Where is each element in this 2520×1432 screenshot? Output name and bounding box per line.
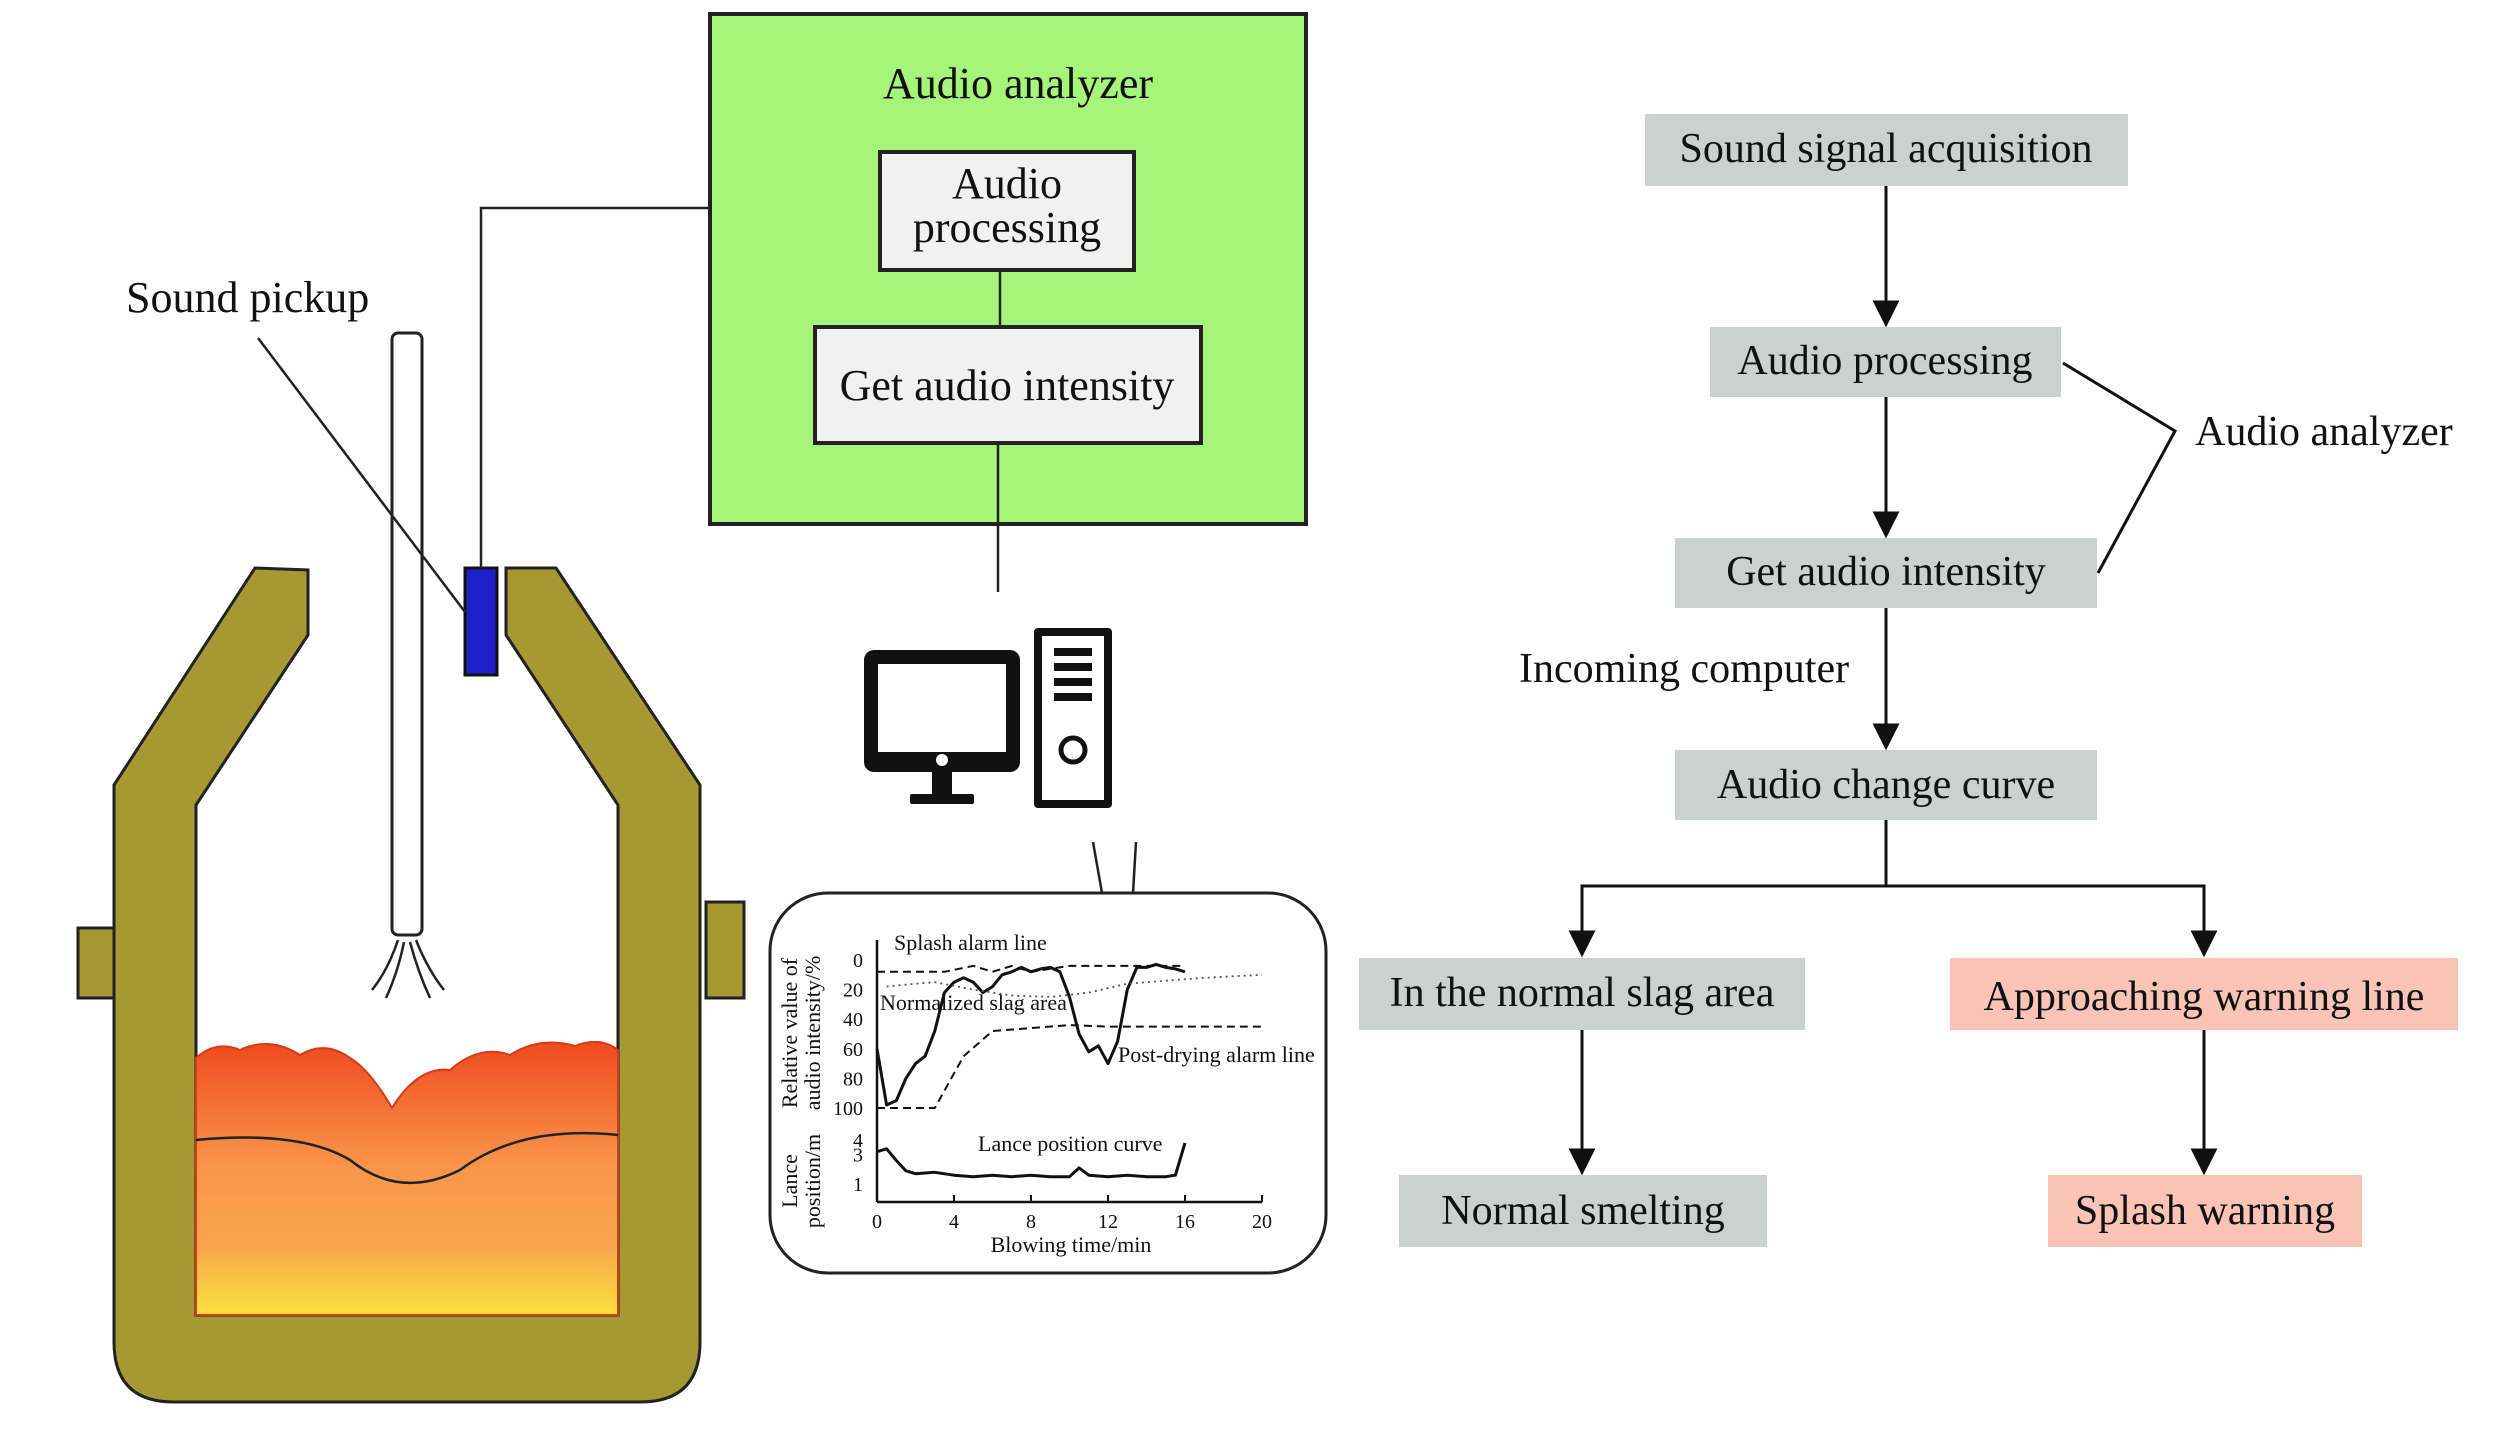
flow-approaching-box (1950, 958, 2458, 1030)
y-tick-label: 80 (843, 1068, 863, 1090)
chart-ylabel-top-line2: audio intensity/% (800, 956, 825, 1111)
tower-slot (1054, 648, 1092, 656)
sound-pickup-label: Sound pickup (126, 273, 369, 322)
flow-normal-area-label: In the normal slag area (1390, 970, 1775, 1016)
analyzer-title: Audio analyzer (883, 59, 1153, 108)
converter-vessel: Sound pickup (76, 206, 880, 1404)
audio-analyzer-box: Audio analyzer Audio processing Get audi… (708, 12, 1308, 592)
y-tick-label: 0 (853, 950, 863, 972)
flow-curve-box (1675, 750, 2097, 820)
tower-power-button (1058, 735, 1088, 765)
monitor-neck (932, 772, 952, 796)
audio-intensity-label: Get audio intensity (840, 361, 1175, 410)
flow-splash-warning-box (2048, 1175, 2362, 1247)
flow-intensity-box (1675, 538, 2097, 608)
flow-acquisition-box (1645, 114, 2128, 186)
x-tick-label: 12 (1098, 1211, 1118, 1233)
chart-ylabel-bottom-line2: position/m (800, 1134, 825, 1228)
monitor-button (936, 754, 948, 766)
normalized-slag-annotation: Normalized slag area (880, 990, 1067, 1015)
y-tick-label: 40 (843, 1009, 863, 1031)
speech-tail-right (1091, 841, 1104, 894)
lance-position-series (876, 1142, 1187, 1179)
left-trunnion (76, 926, 116, 1000)
speech-tail-left (1131, 841, 1138, 894)
tower-slot (1054, 663, 1092, 671)
y-tick-label: 20 (843, 980, 863, 1002)
flow-processing-label: Audio processing (1737, 338, 2032, 384)
sound-pickup-leader (257, 337, 466, 613)
computer-icon (864, 628, 1138, 894)
chart-bubble: Relative value of audio intensity/% Lanc… (768, 891, 1328, 1275)
analyzer-bracket (2062, 361, 2177, 574)
flow-acquisition-label: Sound signal acquisition (1680, 126, 2093, 172)
slag-interface-line (195, 1131, 619, 1185)
tower-slot (1054, 693, 1092, 701)
arrow-curve-to-approaching (1886, 884, 2218, 958)
flow-incoming-label: Incoming computer (1519, 646, 1849, 692)
audio-intensity-box (813, 325, 1203, 445)
chart-ylabel-top-line1: Relative value of (777, 957, 802, 1108)
flow-approaching-label: Approaching warning line (1984, 974, 2425, 1020)
flow-normal-smelting-box (1399, 1175, 1767, 1247)
x-tick-label: 0 (872, 1211, 882, 1233)
chart-series-layer (875, 962, 1263, 1179)
right-trunnion (704, 900, 746, 1000)
flow-curve-label: Audio change curve (1717, 762, 2055, 808)
oxygen-jet-icon (371, 939, 445, 999)
post-drying-annotation: Post-drying alarm line (1118, 1042, 1315, 1067)
tower-face (1042, 636, 1104, 800)
y-tick-label: 100 (833, 1098, 863, 1120)
chart-y-ticks-bottom: 43 1 (853, 1130, 863, 1196)
chart-x-ticks: 0 4 8 12 16 20 (872, 1195, 1272, 1233)
flow-normal-smelting-label: Normal smelting (1441, 1188, 1724, 1234)
normalized-slag-area-line (886, 973, 1263, 998)
chart-xlabel: Blowing time/min (991, 1232, 1152, 1257)
monitor-screen (878, 664, 1006, 752)
vessel-shell (112, 566, 702, 1404)
chart-bubble-frame (768, 891, 1328, 1275)
chart-ylabel-bottom-line1: Lance (777, 1154, 802, 1208)
oxygen-lance (390, 331, 424, 937)
splash-alarm-annotation: Splash alarm line (894, 930, 1047, 955)
molten-bath (195, 1040, 619, 1316)
tower-slot (1054, 678, 1092, 686)
chart-y-ticks-top: 0 20 40 60 80 100 (833, 950, 863, 1120)
flow-normal-area-box (1359, 958, 1805, 1030)
flow-analyzer-label: Audio analyzer (2195, 409, 2453, 455)
x-tick-label: 20 (1252, 1211, 1272, 1233)
monitor-base (910, 794, 974, 804)
sound-pickup-sensor (463, 566, 499, 677)
flowchart: Sound signal acquisition Audio processin… (1359, 114, 2458, 1247)
lance-position-annotation: Lance position curve (978, 1131, 1163, 1156)
y-tick-label: 3 (853, 1145, 863, 1167)
x-tick-label: 4 (949, 1211, 959, 1233)
y-tick-label: 4 (853, 1130, 863, 1152)
x-tick-label: 8 (1026, 1211, 1036, 1233)
flow-processing-box (1710, 327, 2061, 397)
audio-processing-line1: Audio (952, 159, 1062, 208)
y-tick-label: 1 (853, 1174, 863, 1196)
flow-splash-warning-label: Splash warning (2075, 1188, 2335, 1234)
flow-intensity-label: Get audio intensity (1726, 549, 2046, 595)
audio-processing-box (878, 150, 1136, 272)
splash-alarm-line (877, 964, 1185, 973)
y-tick-label: 60 (843, 1039, 863, 1061)
arrow-curve-to-normal-area (1568, 820, 1888, 958)
x-tick-label: 16 (1175, 1211, 1195, 1233)
audio-processing-line2: processing (913, 203, 1101, 252)
